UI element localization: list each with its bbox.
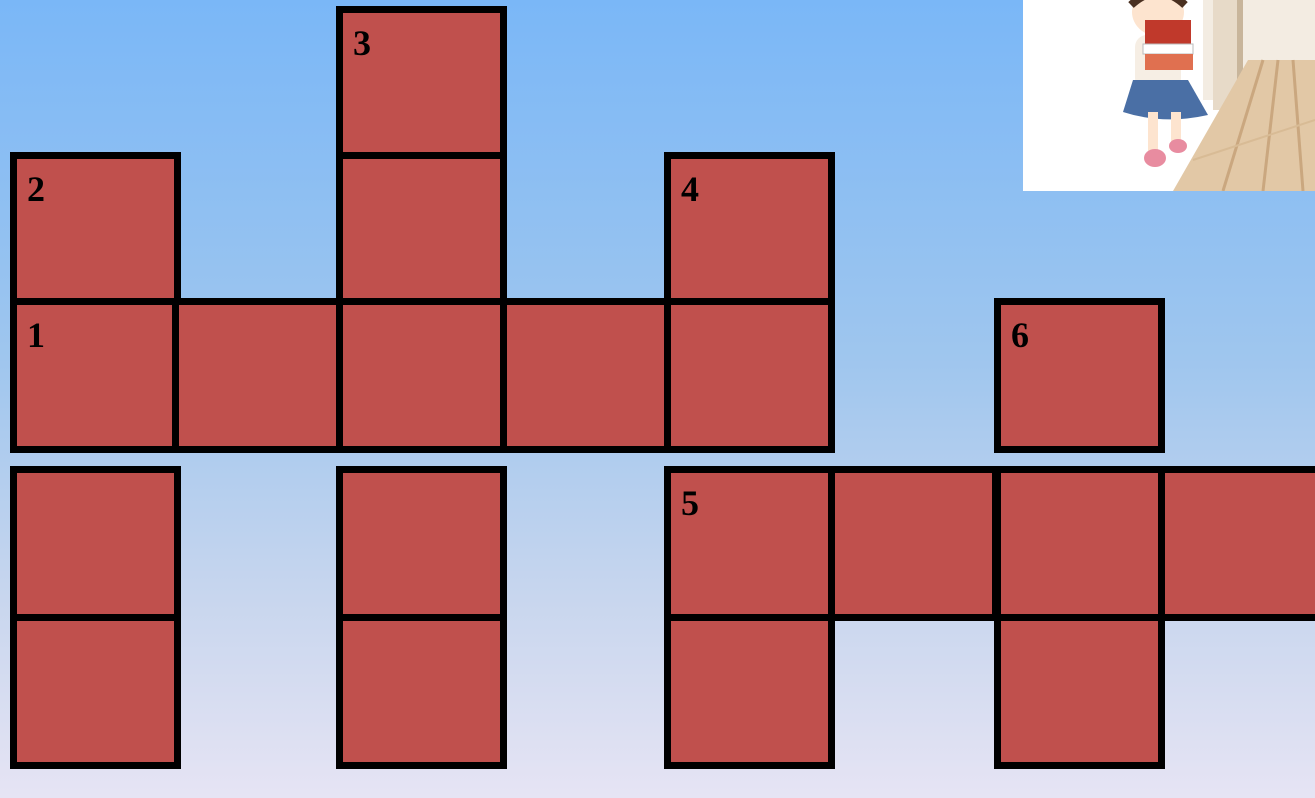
clue-number: 6 <box>1011 317 1029 353</box>
crossword-cell[interactable] <box>664 298 835 453</box>
crossword-cell[interactable] <box>172 298 343 453</box>
clue-number: 2 <box>27 171 45 207</box>
crossword-cell[interactable] <box>10 614 181 769</box>
crossword-cell[interactable]: 1 <box>10 298 181 453</box>
crossword-cell[interactable] <box>828 466 999 621</box>
crossword-cell[interactable] <box>994 466 1165 621</box>
clue-number: 4 <box>681 171 699 207</box>
crossword-cell[interactable] <box>10 466 181 621</box>
crossword-cell[interactable] <box>994 614 1165 769</box>
crossword-cell[interactable]: 5 <box>664 466 835 621</box>
crossword-cell[interactable] <box>336 152 507 307</box>
crossword-cell[interactable]: 2 <box>10 152 181 307</box>
crossword-cell[interactable] <box>336 298 507 453</box>
crossword-cell[interactable] <box>664 614 835 769</box>
crossword-cell[interactable] <box>1158 466 1315 621</box>
crossword-cell[interactable]: 3 <box>336 6 507 161</box>
illustration-graphic <box>1023 0 1315 191</box>
crossword-cell[interactable] <box>336 466 507 621</box>
clue-number: 1 <box>27 317 45 353</box>
clue-number: 3 <box>353 25 371 61</box>
crossword-cell[interactable] <box>336 614 507 769</box>
girl-with-books-illustration <box>1023 0 1315 191</box>
crossword-cell[interactable]: 6 <box>994 298 1165 453</box>
clue-number: 5 <box>681 485 699 521</box>
crossword-cell[interactable]: 4 <box>664 152 835 307</box>
crossword-cell[interactable] <box>500 298 671 453</box>
